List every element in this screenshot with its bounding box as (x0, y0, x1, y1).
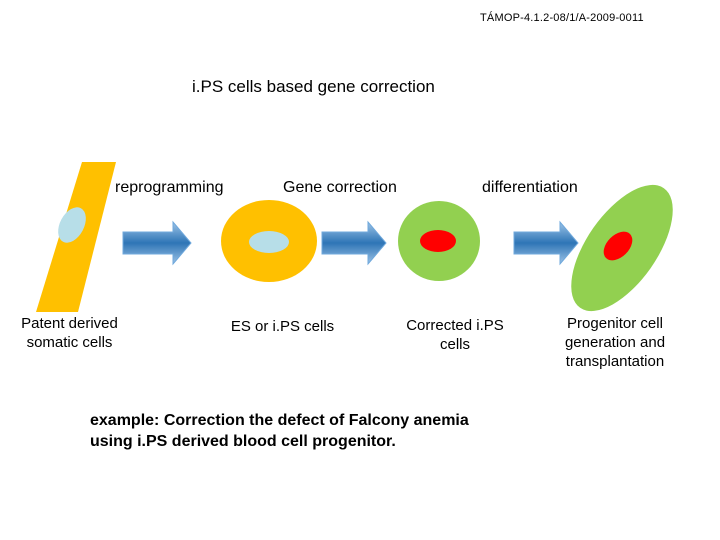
caption-es-ips-text: ES or i.PS cells (230, 318, 335, 335)
corrected-cell-nucleus (420, 230, 456, 252)
somatic-cell (36, 162, 116, 312)
es-ips-cell-nucleus (249, 231, 289, 253)
arrow-differentiation (513, 220, 579, 266)
es-ips-cell (221, 200, 317, 282)
step-label-reprogramming: reprogramming (115, 179, 224, 196)
caption-somatic-line2: somatic cells (26, 334, 113, 351)
caption-es-ips: ES or i.PS cells (215, 317, 350, 336)
progenitor-cell-nucleus (603, 231, 633, 261)
somatic-cell-nucleus (58, 207, 86, 243)
caption-progenitor: Progenitor cell generation and transplan… (548, 314, 682, 371)
caption-progenitor-line3: transplantation (565, 353, 665, 370)
header-code: TÁMOP-4.1.2-08/1/A-2009-0011 (480, 12, 644, 24)
progenitor-cell (571, 184, 673, 312)
caption-corrected-line1: Corrected i.PS (406, 317, 504, 334)
caption-corrected-line2: cells (439, 336, 470, 353)
example-line2: using i.PS derived blood cell progenitor… (90, 433, 396, 450)
caption-progenitor-line2: generation and (564, 334, 666, 351)
example-text: example: Correction the defect of Falcon… (90, 410, 469, 452)
caption-somatic-line1: Patent derived (21, 315, 118, 332)
caption-somatic: Patent derived somatic cells (2, 314, 137, 352)
corrected-ips-cell (398, 201, 480, 281)
arrow-gene-correction (321, 220, 387, 266)
step-label-gene-correction: Gene correction (283, 179, 397, 196)
caption-progenitor-line1: Progenitor cell (567, 315, 663, 332)
caption-corrected: Corrected i.PS cells (390, 316, 520, 354)
example-line1: example: Correction the defect of Falcon… (90, 412, 469, 429)
arrow-reprogramming (122, 220, 192, 266)
step-label-differentiation: differentiation (482, 179, 578, 196)
diagram-title: i.PS cells based gene correction (192, 77, 435, 96)
